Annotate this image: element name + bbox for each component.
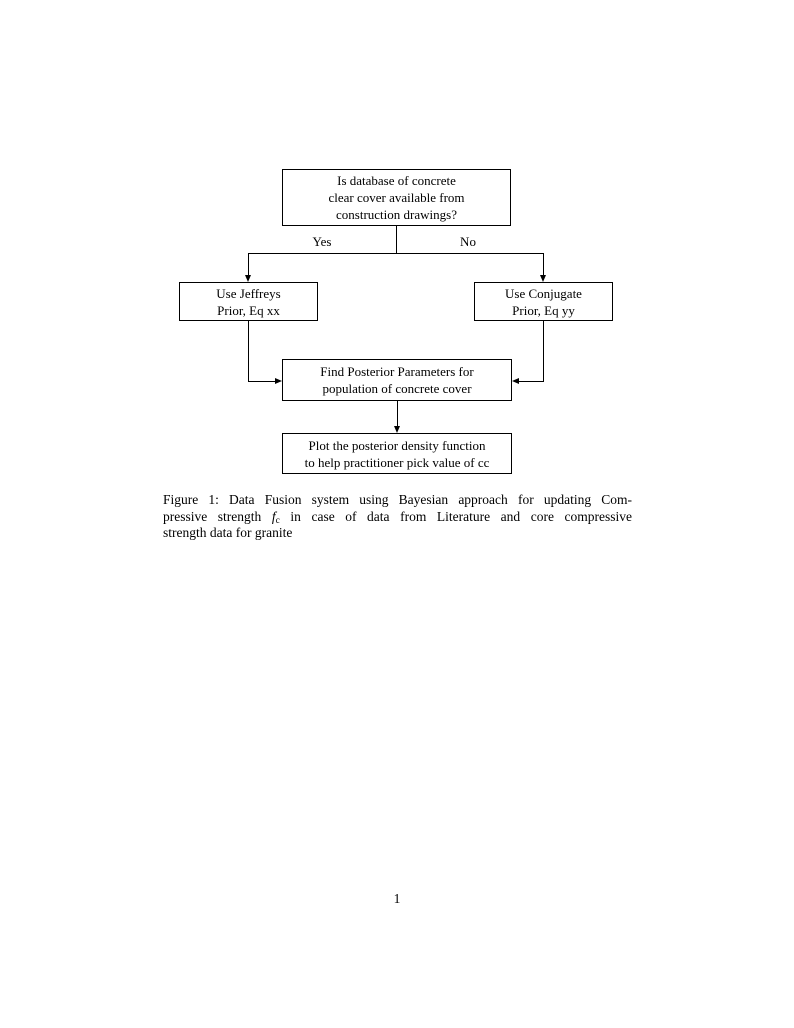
flow-node-start-line2: clear cover available from [328,190,465,205]
conjugate-arrowhead-icon [512,378,519,384]
caption-line3: strength data for granite [163,525,293,541]
flow-node-posterior-line2: population of concrete cover [322,381,472,396]
flow-node-plot-line1: Plot the posterior density function [308,437,486,453]
flow-node-posterior: Find Posterior Parameters for population… [282,359,512,401]
flow-node-plot: Plot the posterior density function to h… [282,433,512,474]
connector-start-down [396,226,397,254]
connector-posterior-down [397,401,398,426]
flow-node-jeffreys: Use Jeffreys Prior, Eq xx [179,282,318,321]
branch-label-yes: Yes [312,234,332,249]
connector-conjugate-horizontal [519,381,544,382]
flow-node-conjugate: Use Conjugate Prior, Eq yy [474,282,613,321]
connector-conjugate-down [543,321,544,382]
page-number: 1 [393,891,401,906]
flow-node-conjugate-line2: Prior, Eq yy [512,302,575,318]
no-arrowhead-icon [540,275,546,282]
branch-label-no: No [460,234,476,249]
posterior-arrowhead-icon [394,426,400,433]
flow-node-posterior-line1: Find Posterior Parameters for [320,364,474,379]
flow-node-start: Is database of concrete clear cover avai… [282,169,511,226]
yes-arrowhead-icon [245,275,251,282]
math-fc: fc [271,508,280,526]
caption-line2: pressive strength fc in case of data fro… [163,509,632,526]
connector-no-drop [543,254,544,276]
caption-line2-post: in case of data from Literature and core… [290,508,633,524]
connector-yes-drop [248,254,249,276]
flow-node-start-line3: construction drawings? [336,207,457,222]
jeffreys-arrowhead-icon [275,378,282,384]
flow-node-jeffreys-line2: Prior, Eq xx [217,302,280,318]
caption-line1: Figure 1: Data Fusion system using Bayes… [163,492,632,507]
flow-node-conjugate-line1: Use Conjugate [505,285,582,301]
caption-line2-pre: pressive strength [163,508,262,524]
flow-node-plot-line2: to help practitioner pick value of cc [304,454,490,470]
math-fc-base: f [271,508,276,524]
connector-branch-horizontal [248,253,544,254]
connector-jeffreys-horizontal [248,381,275,382]
flow-node-jeffreys-line1: Use Jeffreys [216,285,281,301]
figure-caption: Figure 1: Data Fusion system using Bayes… [163,492,632,542]
flow-node-start-line1: Is database of concrete [337,173,456,188]
connector-jeffreys-down [248,321,249,382]
math-fc-subscript: c [275,515,280,526]
